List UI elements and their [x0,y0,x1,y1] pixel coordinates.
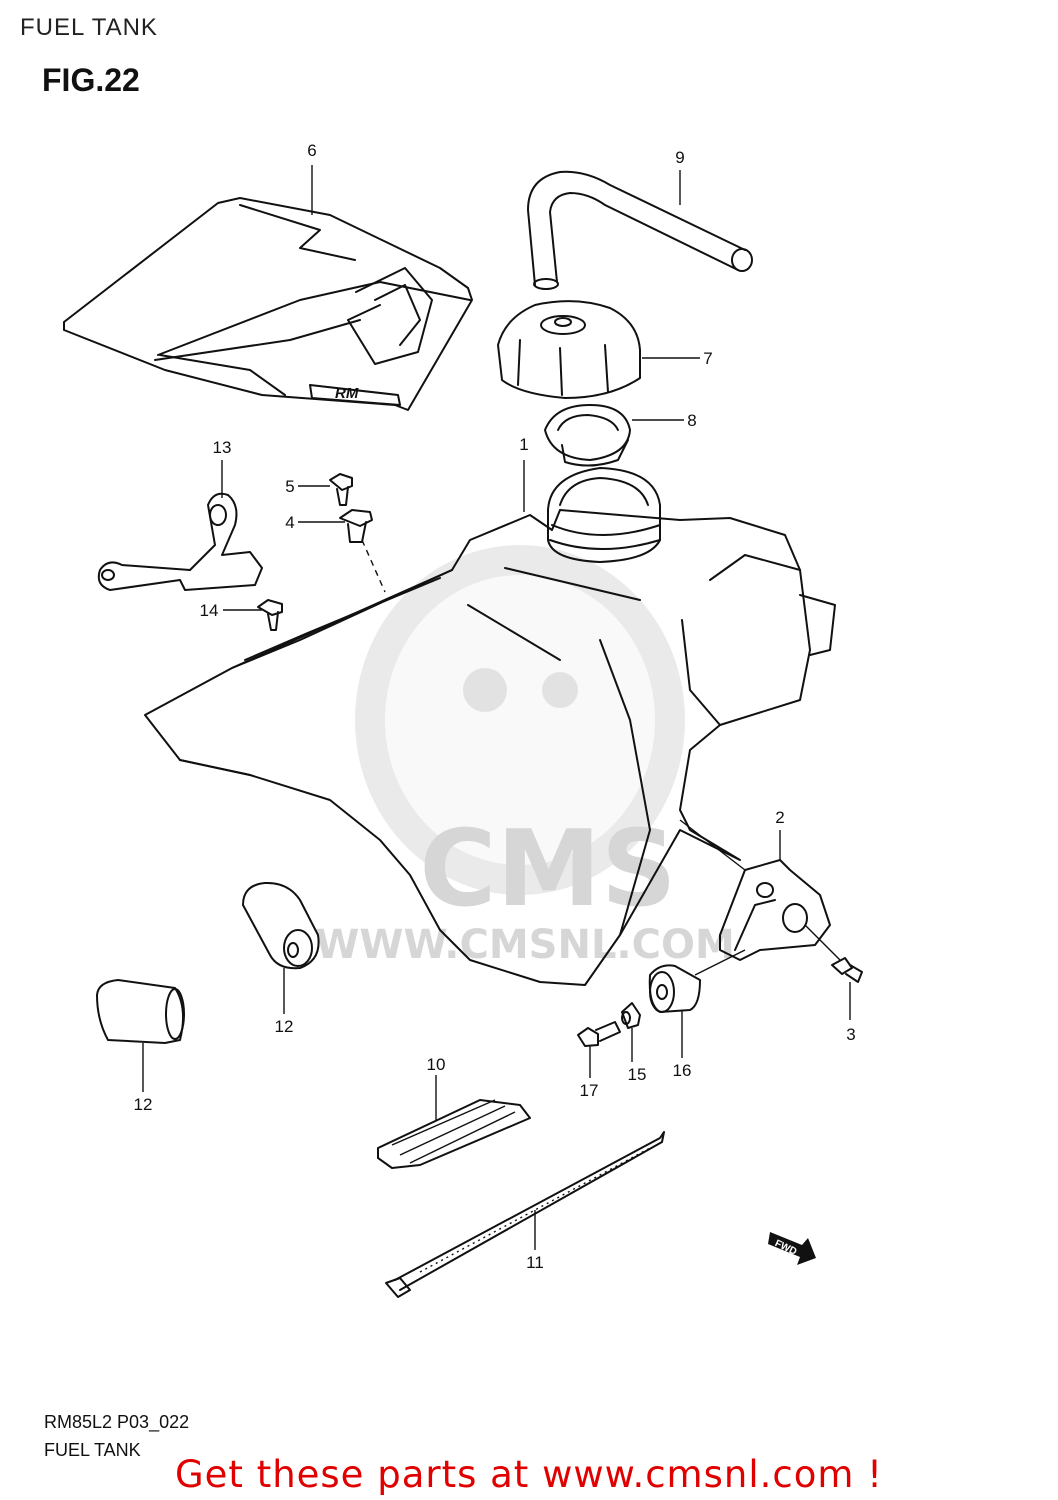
callout-9: 9 [675,148,684,167]
tank-bracket-part [719,859,831,961]
fuel-cap-part [497,300,641,399]
callout-13: 13 [213,438,232,457]
callout-15: 15 [628,1065,647,1084]
callout-labels: 1 2 3 4 5 6 7 8 9 10 11 12 12 13 14 15 1… [134,141,856,1272]
watermark-url: WWW.CMSNL.COM [315,922,735,968]
callout-12a: 12 [275,1017,294,1036]
pad-10-part [377,1099,531,1169]
breather-hose-part [527,170,753,290]
callout-4: 4 [285,513,294,532]
diagram-code: RM85L2 P03_022 [44,1412,190,1432]
header-title: FUEL TANK [20,14,158,41]
callout-12b: 12 [134,1095,153,1114]
clamp-screw-part [257,599,283,631]
forward-arrow-label: FWD [773,1238,798,1258]
decal-part: RM [63,197,473,411]
collar-15-part [621,1002,641,1029]
screw-5-part [329,473,353,506]
bolt-17-part [577,1021,621,1047]
callout-2: 2 [775,808,784,827]
bolt-3-part [831,957,863,983]
callout-16: 16 [673,1061,692,1080]
damper-16-part [648,964,701,1013]
cap-gasket-part [544,404,631,467]
callout-7: 7 [703,349,712,368]
cms-watermark: CMS WWW.CMSNL.COM [315,545,735,968]
fuel-tank-part [144,467,836,986]
leader-lines [142,165,851,1250]
cushion-12b-part [96,979,185,1044]
callout-1: 1 [519,435,528,454]
forward-arrow-icon: FWD [768,1232,816,1265]
callout-17: 17 [580,1081,599,1100]
figure-number: FIG.22 [42,62,140,98]
collar-4-part [339,509,373,543]
callout-8: 8 [687,411,696,430]
diagram-name: FUEL TANK [44,1440,141,1460]
callout-10: 10 [427,1055,446,1074]
cushion-12a-part [242,881,320,970]
callout-3: 3 [846,1025,855,1044]
promo-link[interactable]: Get these parts at www.cmsnl.com ! [174,1453,883,1496]
tank-clamp-part [97,492,263,591]
callout-5: 5 [285,477,294,496]
callout-14: 14 [200,601,219,620]
cable-tie-11-part [385,1131,665,1298]
callout-11: 11 [526,1253,544,1272]
callout-6: 6 [307,141,316,160]
